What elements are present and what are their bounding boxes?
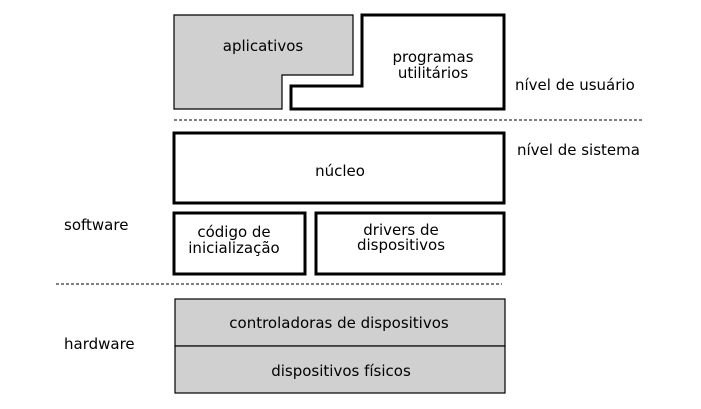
hardware-label: hardware — [64, 335, 135, 353]
drivers-block — [314, 211, 506, 276]
codigo-label-line1: código de — [197, 223, 270, 241]
controladoras-label: controladoras de dispositivos — [229, 314, 449, 332]
programas-utilitarios-block — [289, 13, 506, 111]
nivel-usuario-label: nível de usuário — [515, 76, 635, 94]
codigo-inicializacao-block — [172, 211, 307, 276]
software-label: software — [64, 216, 128, 234]
nivel-sistema-label: nível de sistema — [517, 141, 640, 159]
aplicativos-block — [173, 14, 354, 110]
drivers-label-line1: drivers de — [363, 221, 438, 239]
dispositivos-fisicos-label: dispositivos físicos — [271, 362, 411, 380]
codigo-label-line2: inicialização — [188, 239, 279, 257]
controladoras-block — [174, 298, 506, 347]
dispositivos-fisicos-block — [174, 345, 506, 394]
programas-label-line1: programas — [392, 48, 473, 66]
aplicativos-label: aplicativos — [223, 37, 304, 55]
nucleo-block — [172, 131, 506, 205]
nucleo-label: núcleo — [315, 162, 365, 180]
drivers-label-line2: dispositivos — [357, 236, 445, 254]
programas-label-line2: utilitários — [398, 64, 468, 82]
